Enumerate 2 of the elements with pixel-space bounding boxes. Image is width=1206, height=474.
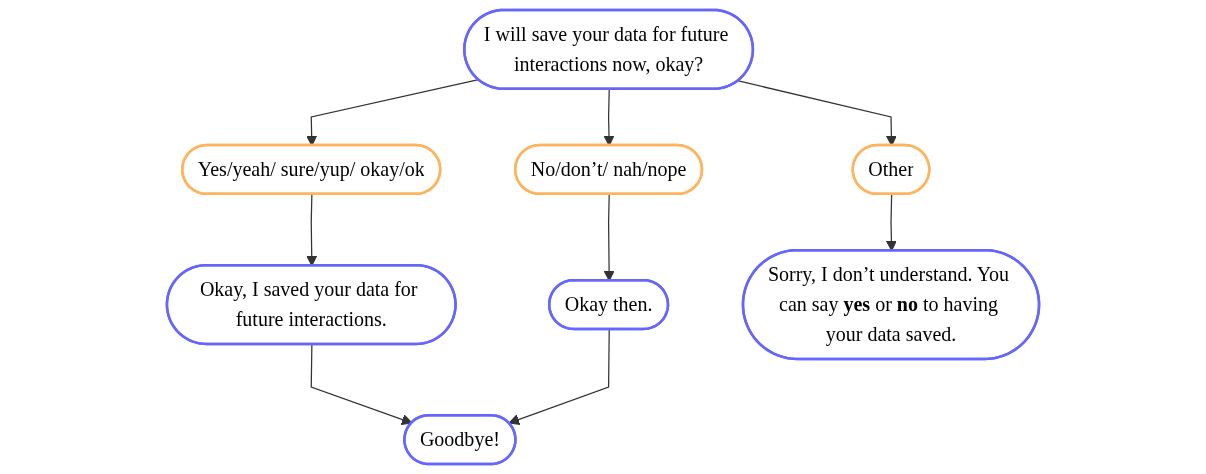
arrow [508, 328, 610, 425]
arrow [310, 343, 413, 425]
